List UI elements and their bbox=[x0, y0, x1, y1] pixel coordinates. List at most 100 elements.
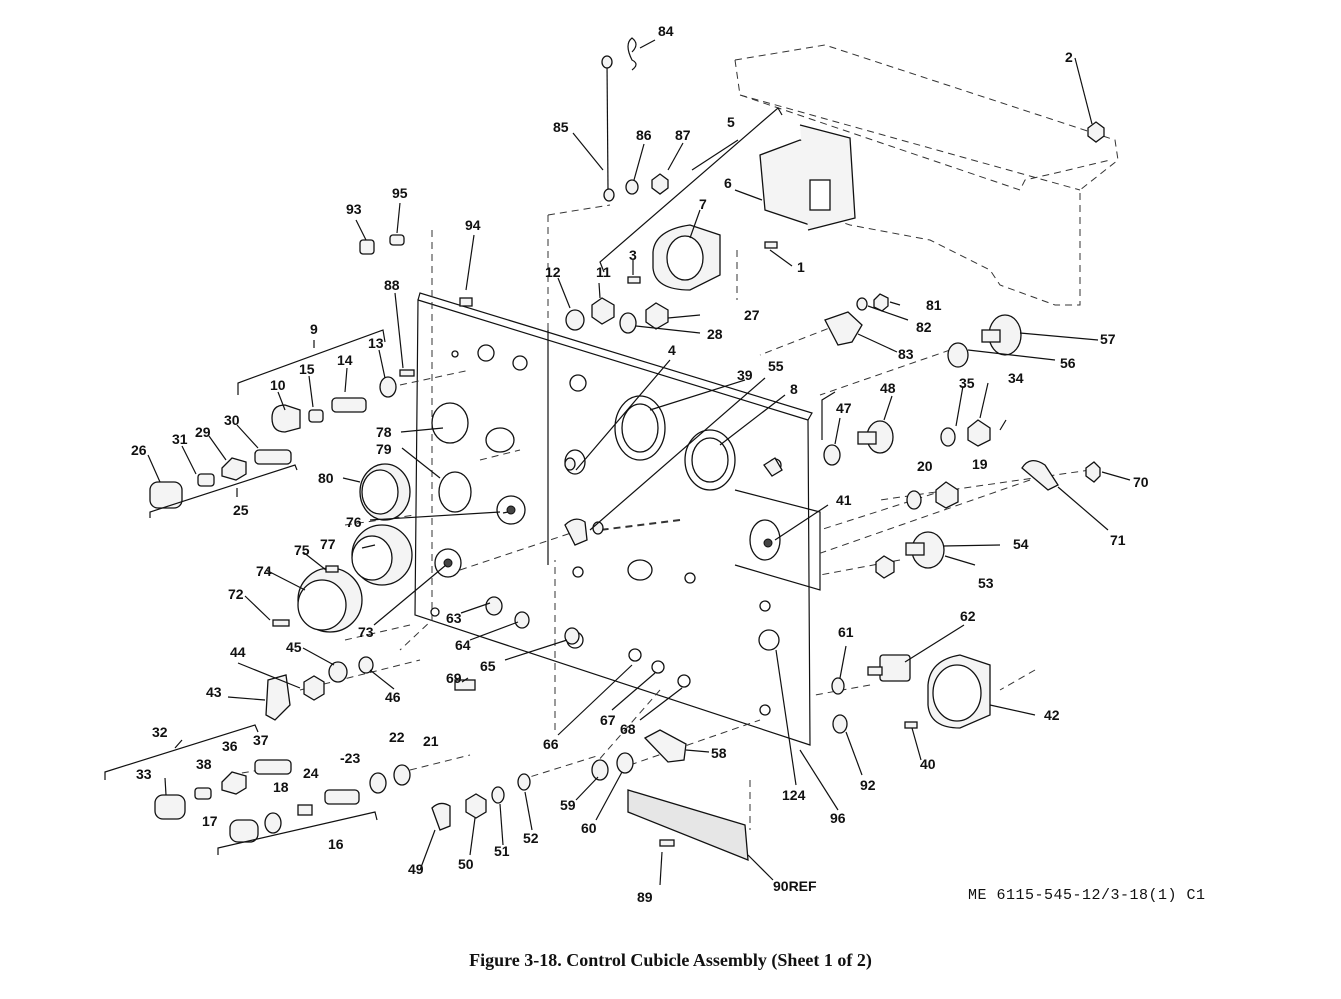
group-brackets bbox=[104, 107, 836, 855]
left-components bbox=[149, 234, 531, 843]
callout-16: 16 bbox=[328, 836, 344, 852]
callout-81: 81 bbox=[926, 297, 942, 313]
callout-89: 89 bbox=[637, 889, 653, 905]
callout-94: 94 bbox=[465, 217, 481, 233]
callout-31: 31 bbox=[172, 431, 188, 447]
callout-23: -23 bbox=[340, 750, 360, 766]
callout-49: 49 bbox=[408, 861, 424, 877]
callout-25: 25 bbox=[233, 502, 249, 518]
callout-39: 39 bbox=[737, 367, 753, 383]
callout-2: 2 bbox=[1065, 49, 1073, 65]
callout-34: 34 bbox=[1008, 370, 1024, 386]
callout-29: 29 bbox=[195, 424, 211, 440]
callout-37: 37 bbox=[253, 732, 269, 748]
top-components bbox=[565, 37, 1105, 334]
callout-92: 92 bbox=[860, 777, 876, 793]
callout-69: 69 bbox=[446, 670, 462, 686]
callout-56: 56 bbox=[1060, 355, 1076, 371]
callout-63: 63 bbox=[446, 610, 462, 626]
figure-caption: Figure 3-18. Control Cubicle Assembly (S… bbox=[469, 950, 872, 970]
callout-44: 44 bbox=[230, 644, 246, 660]
callout-95: 95 bbox=[392, 185, 408, 201]
drawing-number: ME 6115-545-12/3-18(1) C1 bbox=[968, 887, 1206, 904]
callout-19: 19 bbox=[972, 456, 988, 472]
callout-18: 18 bbox=[273, 779, 289, 795]
callout-75: 75 bbox=[294, 542, 310, 558]
callout-64: 64 bbox=[455, 637, 471, 653]
callout-87: 87 bbox=[675, 127, 691, 143]
callout-52: 52 bbox=[523, 830, 539, 846]
callout-17: 17 bbox=[202, 813, 218, 829]
callout-15: 15 bbox=[299, 361, 315, 377]
callout-79: 79 bbox=[376, 441, 392, 457]
callout-45: 45 bbox=[286, 639, 302, 655]
callout-6: 6 bbox=[724, 175, 732, 191]
callout-82: 82 bbox=[916, 319, 932, 335]
callout-22: 22 bbox=[389, 729, 405, 745]
callout-20: 20 bbox=[917, 458, 933, 474]
callout-96: 96 bbox=[830, 810, 846, 826]
callout-7: 7 bbox=[699, 196, 707, 212]
callout-88: 88 bbox=[384, 277, 400, 293]
callout-76: 76 bbox=[346, 514, 362, 530]
callout-33: 33 bbox=[136, 766, 152, 782]
callout-73: 73 bbox=[358, 624, 374, 640]
callout-60: 60 bbox=[581, 820, 597, 836]
callout-86: 86 bbox=[636, 127, 652, 143]
callout-8: 8 bbox=[790, 381, 798, 397]
callout-66: 66 bbox=[543, 736, 559, 752]
callout-41: 41 bbox=[836, 492, 852, 508]
callout-61: 61 bbox=[838, 624, 854, 640]
front-panel bbox=[414, 292, 813, 746]
callout-24: 24 bbox=[303, 765, 319, 781]
callout-27: 27 bbox=[744, 307, 760, 323]
callout-78: 78 bbox=[376, 424, 392, 440]
callout-11: 11 bbox=[596, 264, 611, 280]
sub-panel bbox=[734, 489, 821, 591]
callout-47: 47 bbox=[836, 400, 852, 416]
callout-9: 9 bbox=[310, 321, 318, 337]
callout-40: 40 bbox=[920, 756, 936, 772]
callout-77: 77 bbox=[320, 536, 336, 552]
callout-43: 43 bbox=[206, 684, 222, 700]
callout-38: 38 bbox=[196, 756, 212, 772]
callout-68: 68 bbox=[620, 721, 636, 737]
callout-30: 30 bbox=[224, 412, 240, 428]
callout-labels: 1 2 3 4 5 6 7 8 9 10 11 12 13 14 15 16 1… bbox=[131, 23, 1149, 905]
callout-62: 62 bbox=[960, 608, 976, 624]
callout-26: 26 bbox=[131, 442, 147, 458]
callout-74: 74 bbox=[256, 563, 272, 579]
callout-35: 35 bbox=[959, 375, 975, 391]
callout-42: 42 bbox=[1044, 707, 1060, 723]
callout-80: 80 bbox=[318, 470, 334, 486]
callout-3: 3 bbox=[629, 247, 637, 263]
callout-124: 124 bbox=[782, 787, 806, 803]
callout-21: 21 bbox=[423, 733, 439, 749]
callout-54: 54 bbox=[1013, 536, 1029, 552]
callout-1: 1 bbox=[797, 259, 805, 275]
callout-67: 67 bbox=[600, 712, 616, 728]
callout-12: 12 bbox=[545, 264, 561, 280]
callout-70: 70 bbox=[1133, 474, 1149, 490]
callout-5: 5 bbox=[727, 114, 735, 130]
callout-57: 57 bbox=[1100, 331, 1116, 347]
callout-51: 51 bbox=[494, 843, 510, 859]
leader-lines bbox=[147, 39, 1131, 886]
callout-58: 58 bbox=[711, 745, 727, 761]
callout-28: 28 bbox=[707, 326, 723, 342]
callout-93: 93 bbox=[346, 201, 362, 217]
cabinet-frame-reference bbox=[734, 44, 1119, 306]
callout-59: 59 bbox=[560, 797, 576, 813]
callout-10: 10 bbox=[270, 377, 286, 393]
callout-13: 13 bbox=[368, 335, 384, 351]
callout-85: 85 bbox=[553, 119, 569, 135]
callout-48: 48 bbox=[880, 380, 896, 396]
callout-32: 32 bbox=[152, 724, 168, 740]
callout-83: 83 bbox=[898, 346, 914, 362]
callout-50: 50 bbox=[458, 856, 474, 872]
callout-55: 55 bbox=[768, 358, 784, 374]
control-cubicle-drawing: 1 2 3 4 5 6 7 8 9 10 11 12 13 14 15 16 1… bbox=[104, 23, 1149, 905]
callout-90: 90REF bbox=[773, 878, 817, 894]
right-components bbox=[485, 293, 1101, 861]
callout-53: 53 bbox=[978, 575, 994, 591]
